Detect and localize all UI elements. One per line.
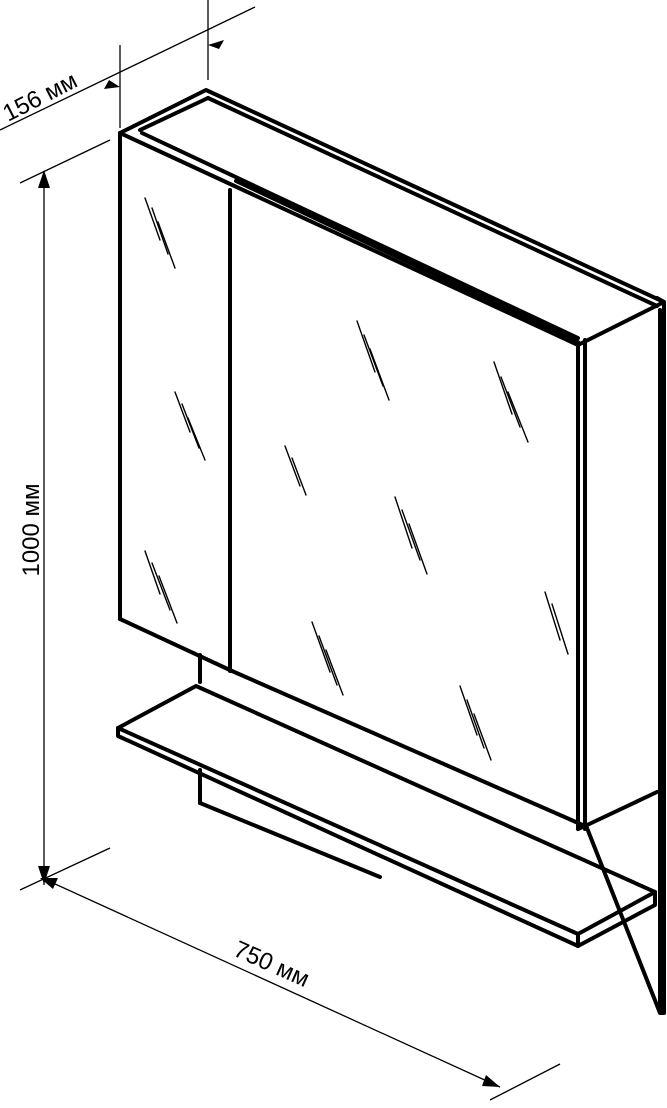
width-dimension: 750 мм [40, 877, 561, 1101]
depth-dimension: 156 мм [0, 0, 256, 131]
height-label: 1000 мм [18, 483, 45, 576]
open-shelf [116, 684, 657, 948]
height-dimension: 1000 мм [18, 139, 111, 891]
depth-label: 156 мм [0, 67, 82, 127]
cabinet-top [118, 88, 666, 347]
width-label: 750 мм [230, 936, 314, 993]
mirror-reflections [144, 197, 569, 761]
cabinet-body [118, 131, 659, 831]
